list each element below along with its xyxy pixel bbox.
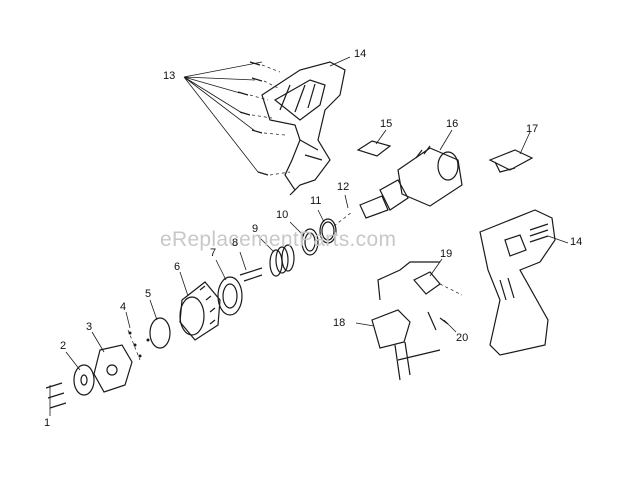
label-part-8: 8: [232, 237, 239, 249]
motor-16: [359, 129, 463, 219]
label-part-4: 4: [120, 301, 127, 313]
label-part-5: 5: [145, 288, 152, 300]
part-19: [413, 258, 463, 296]
pins-8: [239, 251, 263, 282]
label-part-17: 17: [526, 123, 539, 135]
part-15: [356, 129, 392, 157]
label-part-7: 7: [210, 247, 217, 259]
balls-4: [125, 311, 150, 361]
label-part-18: 18: [333, 317, 346, 329]
ring-5: [149, 317, 171, 349]
housing-right-half: [479, 209, 569, 356]
part-17: [488, 131, 534, 173]
spring-9: [257, 235, 295, 277]
label-part-20: 20: [456, 332, 469, 344]
label-part-12: 12: [337, 181, 350, 193]
label-part-9: 9: [252, 223, 259, 235]
watermark: eReplacementParts.com: [160, 228, 397, 251]
washer-2: [65, 351, 95, 396]
label-part-13: 13: [163, 70, 176, 82]
plate-3: [91, 331, 133, 393]
screws-13: [237, 61, 291, 176]
rings-10-11-12: [289, 194, 353, 256]
label-part-16: 16: [446, 118, 459, 130]
label-part-19: 19: [440, 248, 453, 260]
gearcase-7: [215, 259, 243, 316]
label-part-1: 1: [44, 417, 51, 429]
label-part-2: 2: [60, 340, 67, 352]
switch-18: [355, 261, 441, 381]
label-part-3: 3: [86, 321, 93, 333]
housing-left-half: [261, 61, 346, 196]
label-part-11: 11: [310, 195, 322, 207]
part-20: [427, 311, 457, 333]
label-part-14-right: 14: [570, 236, 583, 248]
clutch-ring-6: [179, 271, 221, 341]
label-part-15: 15: [380, 118, 393, 130]
label-part-6: 6: [174, 261, 181, 273]
label-part-14-top: 14: [354, 48, 367, 60]
screws-1: [45, 382, 67, 416]
label-part-10: 10: [276, 209, 289, 221]
